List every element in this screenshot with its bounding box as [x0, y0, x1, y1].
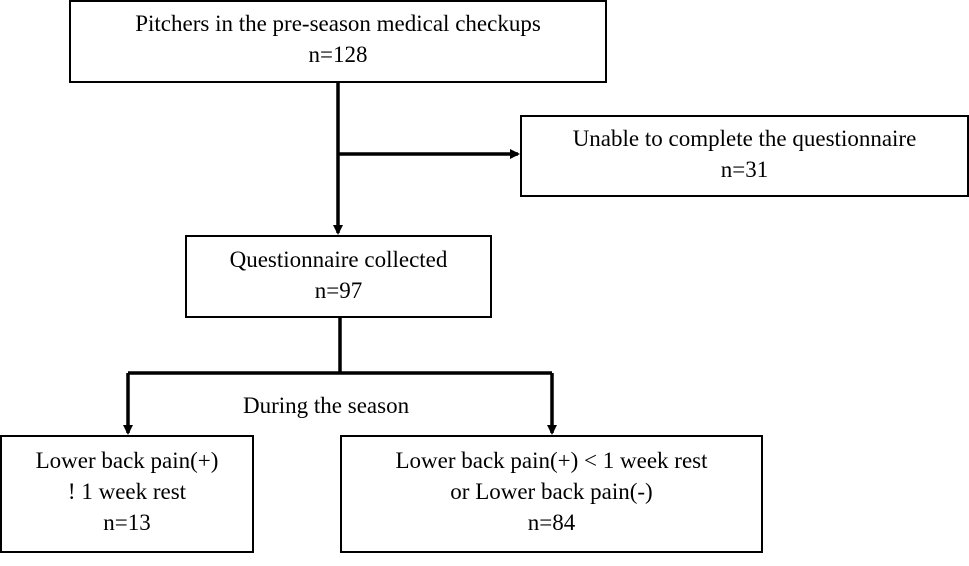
lbp-rest-subtitle: ! 1 week rest: [67, 479, 187, 504]
lbp-other-count: n=84: [527, 510, 576, 535]
lbp-rest-box: Lower back pain(+) ! 1 week rest n=13: [0, 435, 254, 553]
excluded-count: n=31: [720, 157, 769, 182]
lbp-rest-title: Lower back pain(+): [35, 448, 219, 473]
excluded-title: Unable to complete the questionnaire: [572, 126, 917, 151]
pitchers-title: Pitchers in the pre-season medical check…: [135, 11, 541, 36]
pitchers-box: Pitchers in the pre-season medical check…: [69, 0, 607, 83]
excluded-box: Unable to complete the questionnaire n=3…: [520, 115, 969, 197]
collected-count: n=97: [314, 278, 363, 303]
season-label: During the season: [243, 393, 410, 418]
lbp-other-title: Lower back pain(+) < 1 week rest: [395, 448, 708, 473]
lbp-other-box: Lower back pain(+) < 1 week rest or Lowe…: [340, 435, 763, 553]
pitchers-count: n=128: [308, 42, 368, 67]
lbp-other-subtitle: or Lower back pain(-): [450, 479, 653, 504]
collected-box: Questionnaire collected n=97: [185, 235, 492, 318]
lbp-rest-count: n=13: [103, 510, 151, 535]
collected-title: Questionnaire collected: [229, 247, 448, 272]
